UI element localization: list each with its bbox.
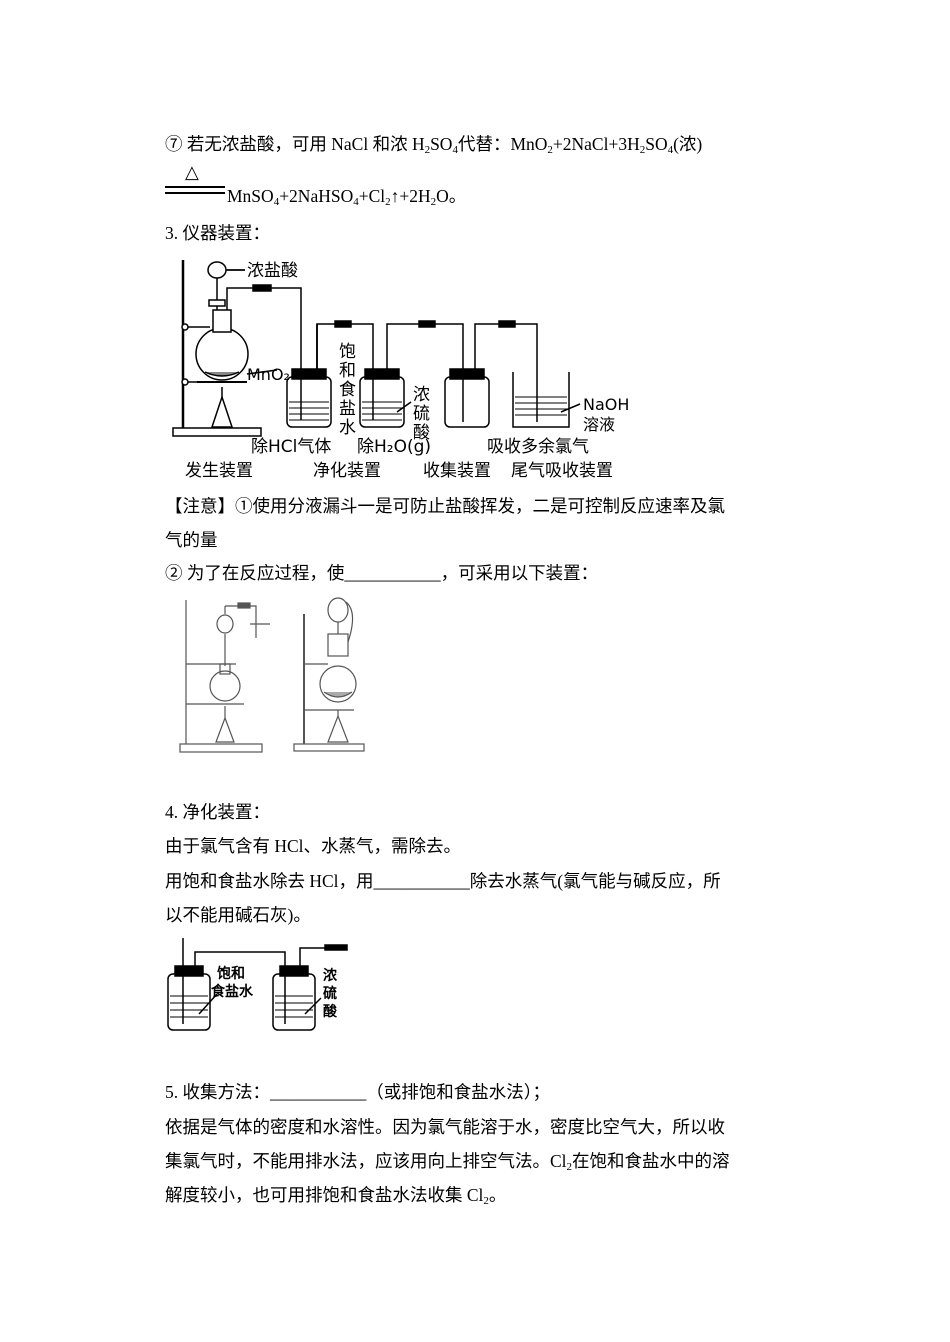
note-line-2: 气的量: [165, 530, 218, 550]
label-collection: 收集装置: [423, 461, 491, 481]
label-brine-2: 食: [339, 380, 356, 400]
label-brine-1: 和: [339, 361, 356, 381]
section-5-paragraph-2: 集氯气时，不能用排水法，应该用向上排空气法。Cl2在饱和食盐水中的溶: [165, 1151, 730, 1173]
section-4-paragraph-1: 由于氯气含有 HCl、水蒸气，需除去。: [165, 836, 462, 856]
section-5-paragraph-3: 解度较小，也可用排饱和食盐水法收集 Cl2。: [165, 1185, 507, 1207]
label-brine-4: 水: [339, 418, 356, 438]
label-remove-hcl: 除HCl气体: [251, 437, 331, 457]
section-3-title: 3. 仪器装置：: [165, 223, 270, 243]
label-acid-0: 浓: [413, 385, 430, 405]
equation-line-2: MnSO4+2NaHSO4+Cl2↑+2H2O。: [227, 186, 467, 208]
label-brine-3: 盐: [339, 399, 356, 419]
delta-symbol: △: [185, 162, 199, 183]
label-generation: 发生装置: [185, 461, 253, 481]
section-5-paragraph-1: 依据是气体的密度和水溶性。因为氯气能溶于水，密度比空气大，所以收: [165, 1117, 725, 1137]
section-4-title: 4. 净化装置：: [165, 802, 270, 822]
section-4-paragraph-3: 以不能用碱石灰)。: [165, 905, 311, 925]
equation-line-1: ⑦ 若无浓盐酸，可用 NaCl 和浓 H2SO4代替：MnO2+2NaCl+3H…: [165, 134, 703, 156]
label-acid-1: 硫: [413, 404, 430, 424]
label-remove-h2o: 除H₂O(g): [357, 437, 431, 457]
label-brine-bottom: 食盐水: [211, 983, 254, 1000]
section-5-title: 5. 收集方法：___________（或排饱和食盐水法）；: [165, 1082, 550, 1102]
label-hcl: 浓盐酸: [247, 261, 298, 281]
reaction-condition: △: [165, 162, 227, 202]
note-line-1: 【注意】①使用分液漏斗一是可防止盐酸挥发，二是可控制反应速率及氯: [165, 496, 725, 516]
label-brine-top: 饱和: [217, 965, 245, 982]
label-purification: 净化装置: [313, 461, 381, 481]
label-absorb: 吸收多余氯气: [487, 437, 589, 457]
apparatus-variants-diagram: [179, 597, 365, 753]
section-4-paragraph-2: 用饱和食盐水除去 HCl，用___________除去水蒸气(氯气能与碱反应，所: [165, 871, 721, 891]
label-acid-2: 酸: [413, 423, 430, 443]
label-brine-0: 饱: [339, 342, 356, 362]
apparatus-diagram: 浓盐酸 MnO₂ 饱 和 食 盐 水 浓 硫 酸 NaOH 溶液 除HCl气体 …: [172, 260, 629, 481]
label-naoh: NaOH: [583, 395, 629, 414]
label-mno2: MnO₂: [247, 365, 290, 384]
label-acid-0: 浓: [323, 967, 338, 984]
equal-sign: [165, 192, 225, 194]
equal-sign: [165, 186, 225, 188]
label-tail-gas: 尾气吸收装置: [511, 461, 613, 481]
purification-diagram: 饱和 食盐水 浓 硫 酸: [167, 938, 348, 1031]
note-line-3: ② 为了在反应过程，使___________，可采用以下装置：: [165, 563, 599, 583]
label-acid-1: 硫: [323, 985, 337, 1002]
label-acid-2: 酸: [323, 1003, 338, 1020]
label-naoh-solution: 溶液: [583, 415, 615, 434]
